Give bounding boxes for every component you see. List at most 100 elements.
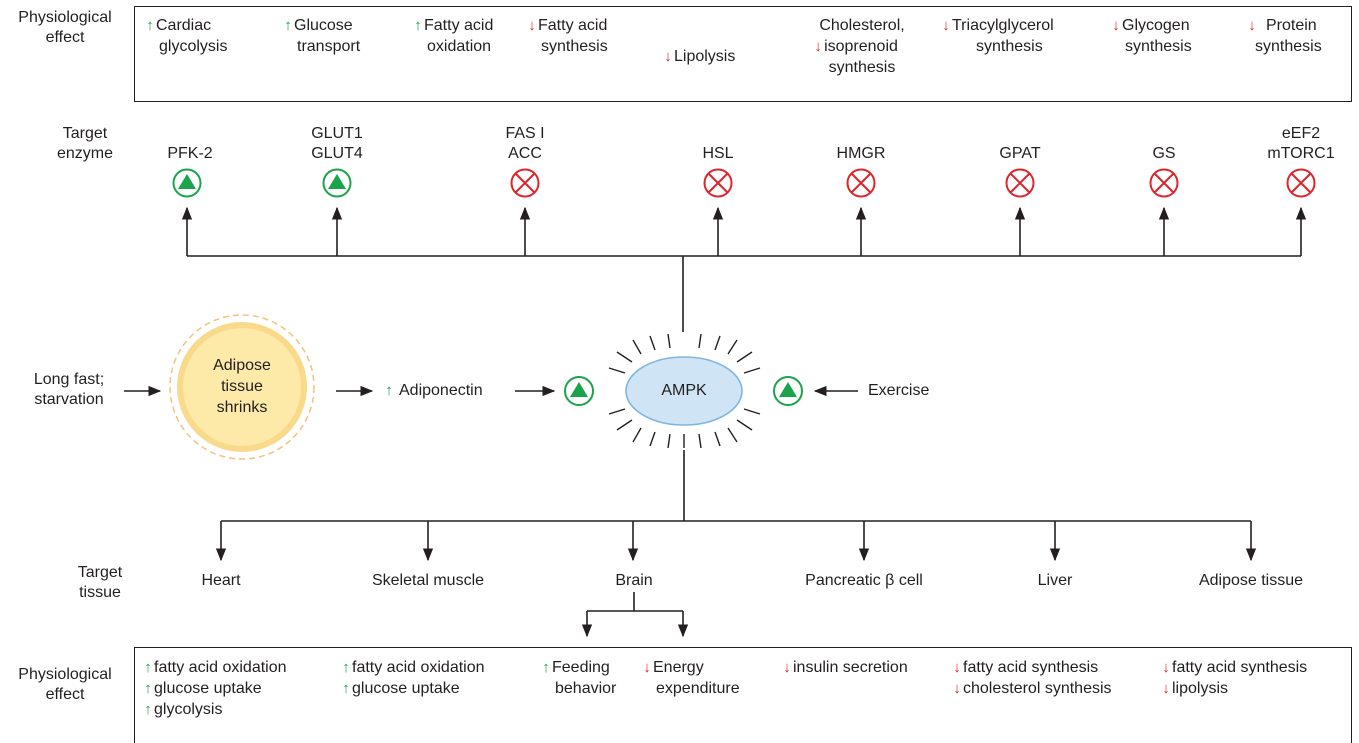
effect-text: behavior [555, 680, 617, 697]
bottom-effect-adipose: ↓fatty acid synthesis ↓lipolysis [1160, 657, 1307, 699]
row-label-target-tissue: Target tissue [60, 563, 140, 603]
adipose-line: Adipose [213, 357, 271, 374]
effect-text: Cholesterol, [819, 17, 905, 34]
row-label-line: effect [45, 686, 85, 703]
up-arrow-icon: ↑ [144, 701, 152, 718]
effect-text: synthesis [1255, 38, 1322, 55]
bottom-effect-insulin: ↓insulin secretion [781, 657, 908, 678]
down-arrow-icon: ↓ [953, 659, 961, 676]
row-label-target-enzyme: Target enzyme [40, 124, 130, 164]
inhibit-icon-hmgr [846, 168, 876, 198]
row-label-line: enzyme [56, 145, 114, 162]
enzyme-hsl: HSL [673, 144, 763, 164]
row-label-line: effect [45, 29, 85, 46]
row-label-physiological-effect-top: Physiological effect [2, 8, 128, 48]
down-arrow-icon: ↓ [664, 48, 672, 65]
down-arrow-icon: ↓ [1162, 659, 1170, 676]
enzyme-label: GLUT4 [311, 145, 363, 162]
effect-text: Glycogen [1122, 17, 1190, 34]
up-arrow-icon: ↑ [385, 382, 393, 399]
ampk-node [625, 356, 743, 426]
top-effect-fatty-acid-oxidation: ↑Fatty acid oxidation [412, 15, 493, 57]
adiponectin-text: Adiponectin [399, 382, 483, 399]
effect-text: Triacylglycerol [952, 17, 1054, 34]
tissue-liver: Liver [1037, 572, 1073, 589]
effect-text: isoprenoid [824, 38, 898, 55]
effect-text: transport [297, 38, 361, 55]
enzyme-label: HMGR [836, 145, 886, 162]
inhibit-icon-gs [1149, 168, 1179, 198]
top-effect-glucose-transport: ↑Glucose transport [282, 15, 360, 57]
effect-text: glucose uptake [154, 680, 262, 697]
enzyme-label: HSL [702, 145, 734, 162]
down-arrow-icon: ↓ [528, 17, 536, 34]
enzyme-label: ACC [508, 145, 542, 162]
top-effect-box [134, 6, 1352, 102]
long-fast-label: Long fast; starvation [14, 370, 124, 410]
effect-text: fatty acid oxidation [352, 659, 485, 676]
enzyme-label: GS [1152, 145, 1176, 162]
effect-text: glucose uptake [352, 680, 460, 697]
effect-text: cholesterol synthesis [963, 680, 1112, 697]
bottom-effect-skeletal-muscle: ↑fatty acid oxidation ↑glucose uptake [340, 657, 485, 699]
effect-text: insulin secretion [793, 659, 908, 676]
down-arrow-icon: ↓ [1112, 17, 1120, 34]
down-arrow-icon: ↓ [1162, 680, 1170, 697]
tissue-brain: Brain [615, 572, 653, 589]
effect-text: Fatty acid [424, 17, 494, 34]
activate-icon-exercise [773, 376, 803, 406]
exercise-label: Exercise [868, 382, 930, 399]
inhibit-icon-eef2-mtorc1 [1286, 168, 1316, 198]
enzyme-pfk2: PFK-2 [145, 144, 235, 164]
top-effect-lipolysis: ↓Lipolysis [662, 46, 735, 67]
down-arrow-icon: ↓ [783, 659, 791, 676]
effect-text: lipolysis [1172, 680, 1229, 697]
effect-text: synthesis [976, 38, 1043, 55]
adipose-label: Adipose tissue shrinks [192, 355, 292, 418]
top-effect-glycogen-synthesis: ↓Glycogen synthesis [1110, 15, 1191, 57]
ampk-label: AMPK [661, 382, 707, 399]
enzyme-label: PFK-2 [167, 145, 213, 162]
enzyme-label: eEF2 [1281, 125, 1321, 142]
effect-text: fatty acid oxidation [154, 659, 287, 676]
effect-text: fatty acid synthesis [1172, 659, 1308, 676]
enzyme-label: GLUT1 [311, 125, 363, 142]
tissue-skeletal-muscle: Skeletal muscle [371, 572, 485, 589]
inhibit-icon-gpat [1005, 168, 1035, 198]
effect-text: expenditure [656, 680, 740, 697]
row-label-line: Physiological [18, 666, 112, 683]
bottom-effect-heart: ↑fatty acid oxidation ↑glucose uptake ↑g… [142, 657, 287, 720]
long-fast-line: starvation [34, 391, 104, 408]
row-label-line: tissue [79, 584, 121, 601]
down-arrow-icon: ↓ [643, 659, 651, 676]
up-arrow-icon: ↑ [342, 680, 350, 697]
effect-text: synthesis [828, 59, 896, 76]
adipose-line: tissue [221, 378, 263, 395]
activate-icon-pfk2 [172, 168, 202, 198]
effect-text: oxidation [427, 38, 492, 55]
bottom-effect-energy: ↓Energy expenditure [641, 657, 740, 699]
bottom-effect-liver: ↓fatty acid synthesis ↓cholesterol synth… [951, 657, 1112, 699]
bottom-effect-feeding: ↑Feeding behavior [540, 657, 616, 699]
top-effect-protein-synthesis: ↓Protein synthesis [1246, 15, 1322, 57]
effect-text: Cardiac [156, 17, 212, 34]
up-arrow-icon: ↑ [414, 17, 422, 34]
bottom-effect-box [134, 647, 1352, 743]
up-arrow-icon: ↑ [144, 659, 152, 676]
tissue-pancreatic-beta-cell: Pancreatic β cell [805, 572, 923, 589]
tissue-heart: Heart [201, 572, 241, 589]
effect-text: glycolysis [154, 701, 223, 718]
effect-text: Lipolysis [674, 48, 736, 65]
effect-text: glycolysis [159, 38, 228, 55]
row-label-line: Target [77, 564, 123, 581]
tissue-branch-lines [215, 450, 1257, 638]
inhibit-icon-fas-acc [510, 168, 540, 198]
enzyme-label: GPAT [999, 145, 1041, 162]
down-arrow-icon: ↓ [953, 680, 961, 697]
enzyme-hmgr: HMGR [816, 144, 906, 164]
up-arrow-icon: ↑ [146, 17, 154, 34]
row-label-line: Physiological [18, 9, 112, 26]
